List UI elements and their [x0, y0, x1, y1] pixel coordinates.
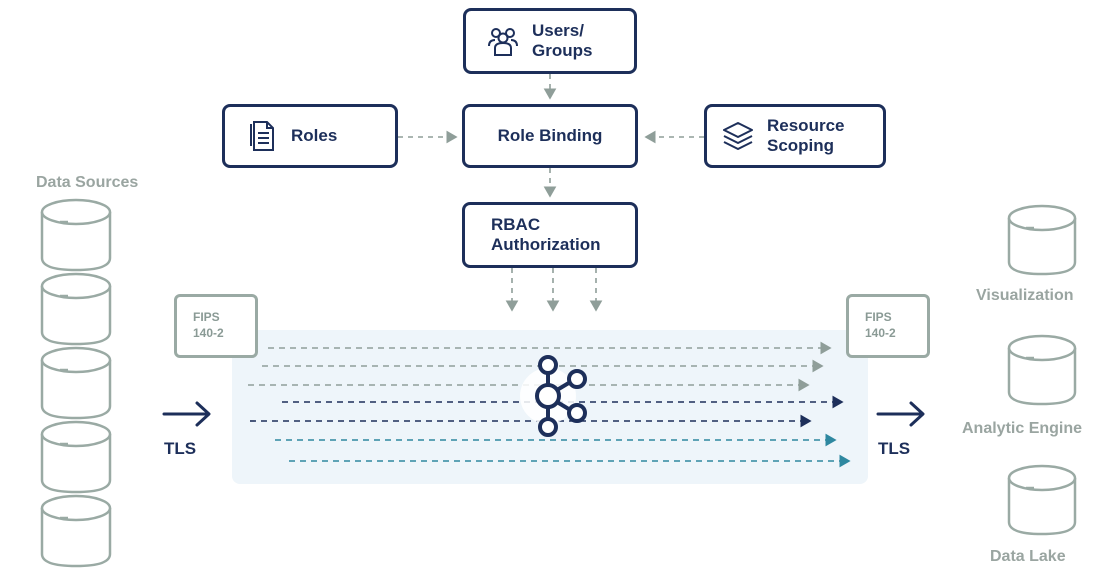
layers-icon — [723, 122, 753, 150]
database-icon — [40, 494, 112, 568]
database-icon — [40, 198, 112, 272]
data-sources-label: Data Sources — [36, 174, 139, 191]
resource-scoping-label: Resource Scoping — [767, 116, 845, 155]
role-binding-box[interactable]: Role Binding — [462, 104, 638, 168]
fips-left-box: FIPS 140-2 — [174, 294, 258, 358]
database-icon — [1007, 464, 1077, 536]
users-icon — [488, 28, 518, 56]
database-icon — [40, 346, 112, 420]
document-icon — [250, 121, 274, 151]
users-groups-box[interactable]: Users/ Groups — [463, 8, 637, 74]
roles-box[interactable]: Roles — [222, 104, 398, 168]
tls-left-label: TLS — [164, 439, 197, 458]
kafka-icon — [520, 355, 587, 437]
database-icon — [40, 272, 112, 346]
destination-visualization-label: Visualization — [976, 287, 1074, 304]
rbac-authorization-label: RBAC Authorization — [491, 215, 601, 254]
fips-right-box: FIPS 140-2 — [846, 294, 930, 358]
roles-label: Roles — [291, 126, 338, 145]
resource-scoping-box[interactable]: Resource Scoping — [704, 104, 886, 168]
role-binding-label: Role Binding — [497, 126, 603, 145]
tls-arrow-left — [162, 401, 211, 427]
tls-right-label: TLS — [878, 439, 911, 458]
destination-analytic-engine-label: Analytic Engine — [962, 420, 1083, 437]
database-icon — [1007, 334, 1077, 406]
rbac-authorization-box[interactable]: RBAC Authorization — [462, 202, 638, 268]
users-groups-label: Users/ Groups — [532, 21, 593, 60]
database-icon — [40, 420, 112, 494]
database-icon — [1007, 204, 1077, 276]
destination-data-lake-label: Data Lake — [990, 548, 1066, 565]
tls-arrow-right — [876, 401, 925, 427]
